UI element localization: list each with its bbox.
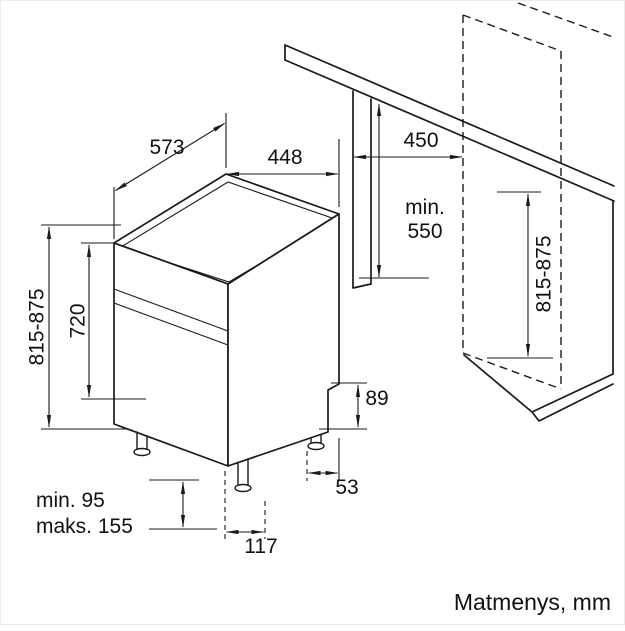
dim-label-niche-width: 450 [403, 129, 438, 152]
front-left-foot-stem [136, 431, 148, 451]
dimension-annotations: 573 448 450 min. 550 815-875 720 [26, 103, 556, 558]
dim-label-niche-depth-value: 550 [407, 220, 442, 243]
dim-label-niche-depth-min: min. [405, 196, 445, 219]
front-left-foot-base [133, 447, 151, 457]
dim-720-witness [81, 242, 146, 400]
cabinet-floor-edges [463, 354, 614, 422]
dishwasher-side-face [227, 213, 340, 467]
dim-label-top-width: 448 [267, 146, 302, 169]
worktop-bottom-edge [284, 59, 615, 202]
dim-label-feet-max: maks. 155 [36, 515, 133, 538]
dim-label-rear-step: 89 [365, 387, 388, 410]
dim-117-witness [224, 471, 266, 539]
dim-89-witness [319, 382, 367, 430]
control-panel-lines [113, 288, 229, 346]
worktop-top-edge [284, 44, 615, 187]
niche-dashed-outline [462, 2, 614, 390]
dim-label-feet-min: min. 95 [36, 489, 105, 512]
dim-label-top-depth: 573 [149, 136, 184, 159]
dim-label-rear-foot-offset: 53 [335, 476, 358, 499]
cabinet-drawing [284, 2, 615, 422]
front-right-foot-stem [237, 458, 249, 487]
dishwasher-drawing [113, 173, 340, 493]
dim-573-line [114, 123, 226, 191]
dim-label-door-height: 720 [67, 303, 90, 338]
dim-label-plinth-depth: 117 [244, 535, 277, 558]
dim-feet-witness [149, 479, 217, 530]
dim-815-left-witness [41, 224, 129, 430]
units-caption: Matmenys, mm [454, 589, 611, 615]
rear-foot-base [307, 441, 325, 451]
front-right-foot-base [234, 483, 252, 493]
dim-label-niche-height-right: 815-875 [533, 235, 556, 312]
cabinet-side-panel [352, 90, 372, 289]
dim-label-total-height-left: 815-875 [26, 288, 49, 365]
dim-815-right-witness [487, 191, 553, 359]
dim-573-witness [113, 113, 227, 239]
